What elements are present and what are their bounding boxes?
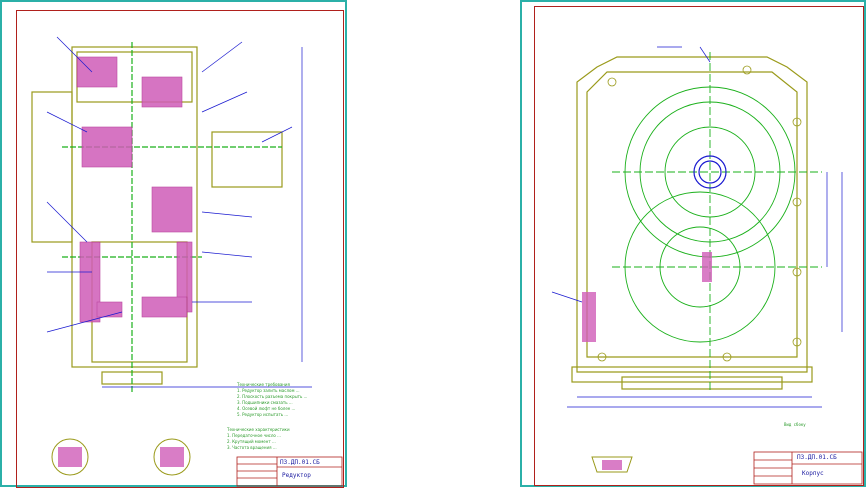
drawing-sheet-right: Вид сбоку ПЗ.ДП.01.СБ Корпус [520, 0, 866, 487]
drawing-frame [534, 6, 864, 486]
technical-characteristics-note: Технические характеристики 1. Передаточн… [227, 427, 290, 450]
drawing-sheet-left: Технические требования 1. Редуктор залит… [0, 0, 347, 488]
housing-side-view [551, 46, 863, 485]
title-block-name: Редуктор [282, 472, 311, 479]
technical-requirements-note: Технические требования 1. Редуктор залит… [237, 382, 308, 417]
title-block-code: ПЗ.ДП.01.СБ [797, 454, 837, 461]
assembly-section-view [31, 36, 343, 487]
view-caption: Вид сбоку [784, 422, 806, 427]
title-block-code: ПЗ.ДП.01.СБ [280, 459, 320, 466]
title-block-name: Корпус [802, 470, 824, 477]
